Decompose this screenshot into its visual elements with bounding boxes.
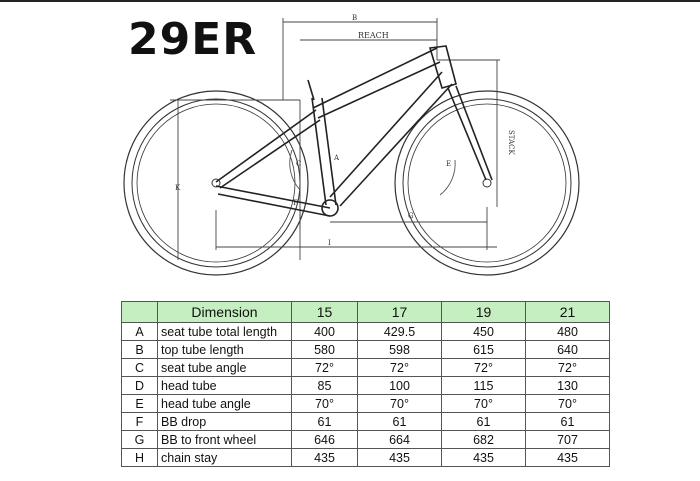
row-value: 664 xyxy=(357,430,442,449)
row-code: F xyxy=(121,412,158,431)
row-value: 72° xyxy=(441,358,526,377)
row-code: E xyxy=(121,394,158,413)
label-reach: REACH xyxy=(358,31,389,40)
row-value: 682 xyxy=(441,430,526,449)
row-name: seat tube angle xyxy=(157,358,292,377)
row-value: 72° xyxy=(291,358,358,377)
row-value: 435 xyxy=(291,448,358,467)
angle-arcs xyxy=(289,149,456,196)
row-code: C xyxy=(121,358,158,377)
row-value: 435 xyxy=(357,448,442,467)
label-e: E xyxy=(446,160,451,168)
row-value: 598 xyxy=(357,340,442,359)
label-g: G xyxy=(408,212,414,220)
row-code: A xyxy=(121,322,158,341)
page-title: 29ER xyxy=(128,14,258,65)
header-dimension: Dimension xyxy=(157,301,292,323)
row-value: 130 xyxy=(525,376,610,395)
header-size-17: 17 xyxy=(357,301,442,323)
row-value: 646 xyxy=(291,430,358,449)
header-size-19: 19 xyxy=(441,301,526,323)
label-i: I xyxy=(328,239,331,247)
row-value: 70° xyxy=(441,394,526,413)
row-code: B xyxy=(121,340,158,359)
row-value: 70° xyxy=(291,394,358,413)
row-value: 480 xyxy=(525,322,610,341)
row-name: head tube xyxy=(157,376,292,395)
row-value: 429.5 xyxy=(357,322,442,341)
row-code: D xyxy=(121,376,158,395)
row-value: 435 xyxy=(441,448,526,467)
header-code xyxy=(121,301,158,323)
row-value: 61 xyxy=(525,412,610,431)
row-value: 435 xyxy=(525,448,610,467)
header-size-21: 21 xyxy=(525,301,610,323)
row-value: 70° xyxy=(357,394,442,413)
row-name: seat tube total length xyxy=(157,322,292,341)
dimension-lines xyxy=(170,18,500,260)
row-name: top tube length xyxy=(157,340,292,359)
row-value: 400 xyxy=(291,322,358,341)
label-k: K xyxy=(175,184,181,192)
row-value: 100 xyxy=(357,376,442,395)
row-value: 85 xyxy=(291,376,358,395)
row-value: 450 xyxy=(441,322,526,341)
label-f: F xyxy=(293,199,298,207)
table-header-row: Dimension 15 17 19 21 xyxy=(121,301,610,323)
row-value: 61 xyxy=(441,412,526,431)
label-a: A xyxy=(333,154,340,162)
row-value: 70° xyxy=(525,394,610,413)
row-name: head tube angle xyxy=(157,394,292,413)
row-value: 640 xyxy=(525,340,610,359)
front-wheel xyxy=(394,90,580,276)
row-name: chain stay xyxy=(157,448,292,467)
label-b-top: B xyxy=(352,14,357,22)
top-border xyxy=(0,0,700,2)
row-value: 72° xyxy=(357,358,442,377)
row-code: G xyxy=(121,430,158,449)
label-stack: STACK xyxy=(507,130,515,155)
row-value: 707 xyxy=(525,430,610,449)
bike-geometry-diagram: B REACH STACK A C E K F G I xyxy=(123,14,580,276)
row-code: H xyxy=(121,448,158,467)
row-name: BB drop xyxy=(157,412,292,431)
row-value: 580 xyxy=(291,340,358,359)
row-value: 615 xyxy=(441,340,526,359)
label-c: C xyxy=(296,160,301,168)
row-value: 115 xyxy=(441,376,526,395)
row-value: 61 xyxy=(291,412,358,431)
header-size-15: 15 xyxy=(291,301,358,323)
row-name: BB to front wheel xyxy=(157,430,292,449)
row-value: 61 xyxy=(357,412,442,431)
frame xyxy=(215,45,493,217)
row-value: 72° xyxy=(525,358,610,377)
